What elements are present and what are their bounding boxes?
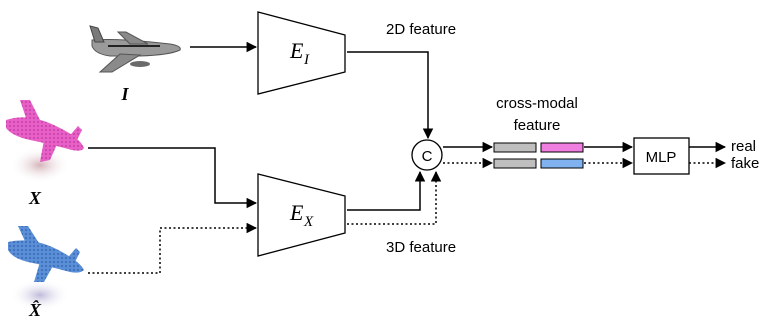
real-feature-3d-segment xyxy=(540,142,584,153)
real-feature-2d-segment xyxy=(493,142,537,153)
airplane-image-icon xyxy=(89,25,181,73)
point-encoder-symbol: E xyxy=(289,200,304,225)
feature-3d-real-arrow xyxy=(347,170,426,211)
mlp-block xyxy=(633,137,690,175)
feature-2d-arrow xyxy=(347,51,434,140)
feature-3d-fake-arrow xyxy=(347,170,442,225)
cross-modal-label-line1: cross-modal xyxy=(496,95,578,112)
feature-2d-label: 2D feature xyxy=(386,21,456,38)
output-real-label: real xyxy=(731,138,756,155)
point-encoder-block xyxy=(257,173,346,257)
real-point-cloud-icon xyxy=(6,100,84,162)
point-encoder-subscript: X xyxy=(303,214,314,230)
real-cloud-shadow xyxy=(10,147,70,183)
output-fake-label: fake xyxy=(731,155,759,172)
image-encoder-subscript: I xyxy=(303,52,310,68)
concat-label: C xyxy=(422,148,433,165)
feature-3d-label: 3D feature xyxy=(386,239,456,256)
fake-point-cloud-icon xyxy=(8,226,84,282)
fake-feature-3d-segment xyxy=(540,158,584,169)
fake-feature-2d-segment xyxy=(493,158,537,169)
concat-node xyxy=(411,139,443,171)
fake-points-label: X̂ xyxy=(28,300,42,320)
image-encoder-symbol: E xyxy=(289,38,304,63)
image-input-label: I xyxy=(120,84,129,104)
mlp-label: MLP xyxy=(646,149,677,166)
real-points-label: X xyxy=(28,188,42,208)
real-points-to-encoder-arrow xyxy=(88,147,258,209)
image-encoder-block xyxy=(257,11,346,95)
fake-points-to-encoder-arrow xyxy=(88,222,258,274)
fake-cloud-shadow xyxy=(10,279,70,311)
cross-modal-label-line2: feature xyxy=(514,117,561,134)
